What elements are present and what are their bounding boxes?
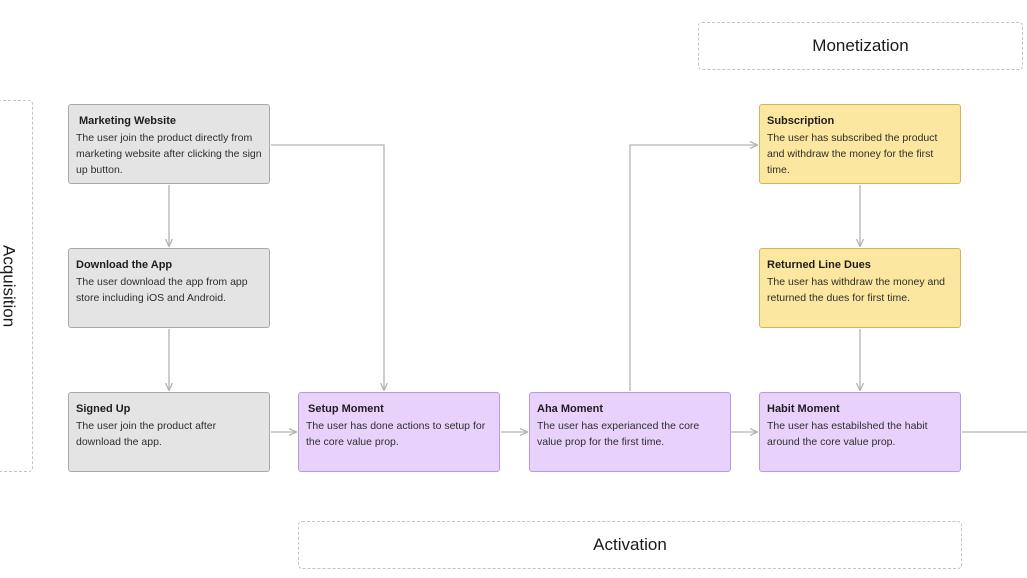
node-title: Returned Line Dues [767,259,871,271]
node-description: The user has subscribed the product and … [767,132,938,176]
node-description: The user has estabilshed the habit aroun… [767,420,928,448]
stage-acquisition-label: Acquisition [0,244,19,328]
node-title: Download the App [76,259,173,271]
node-description: The user has withdraw the money and retu… [767,276,946,304]
node-description: The user has experianced the core value … [537,420,700,448]
node-title: Subscription [767,115,835,127]
node-title: Habit Moment [767,403,840,415]
node-title: Setup Moment [308,403,384,415]
connector-aha-to-subscription [629,145,757,391]
node-description: The user has done actions to setup for t… [306,420,486,448]
node-habit-moment: Habit Moment The user has estabilshed th… [759,392,961,472]
node-signed-up: Signed Up The user join the product afte… [68,392,270,472]
node-subscription: Subscription The user has subscribed the… [759,104,961,184]
node-description: The user download the app from app store… [76,276,248,304]
node-aha-moment: Aha Moment The user has experianced the … [529,392,731,472]
node-title: Signed Up [76,403,131,415]
node-title: Marketing Website [79,115,176,127]
connector-marketing-to-setup [271,144,384,390]
node-description: The user join the product directly from … [76,132,262,176]
stage-acquisition: Acquisition [0,100,33,472]
node-description: The user join the product after download… [76,420,217,448]
stage-monetization-label: Monetization [812,36,909,55]
node-download-the-app: Download the App The user download the a… [68,248,270,328]
stage-activation: Activation [298,521,962,569]
node-returned-line-dues: Returned Line Dues The user has withdraw… [759,248,961,328]
stage-activation-label: Activation [593,535,667,554]
stage-monetization: Monetization [698,22,1023,70]
node-marketing-website: Marketing Website The user join the prod… [68,104,270,184]
node-title: Aha Moment [537,403,603,415]
node-setup-moment: Setup Moment The user has done actions t… [298,392,500,472]
